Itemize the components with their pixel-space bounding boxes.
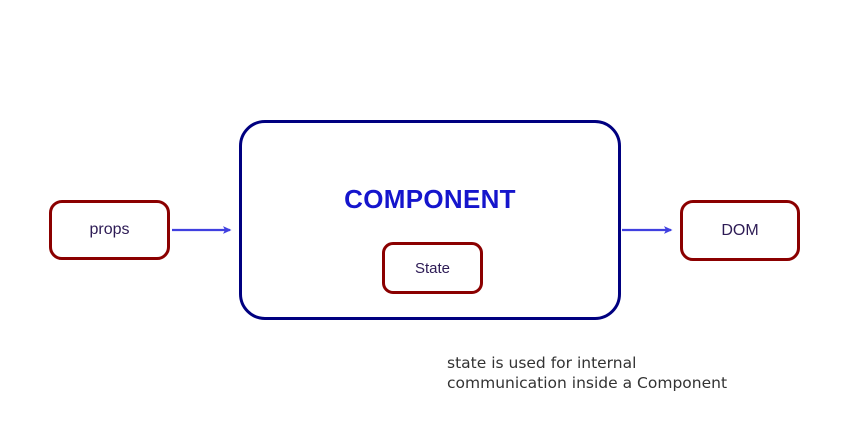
node-dom-label: DOM (721, 221, 759, 239)
node-dom[interactable]: DOM (680, 200, 800, 261)
caption-line-1: state is used for internal (447, 354, 637, 372)
arrow-component-to-dom (622, 226, 673, 234)
node-props-label: props (89, 221, 130, 238)
diagram-caption: state is used for internal communication… (447, 353, 787, 393)
node-component[interactable]: COMPONENT State (239, 120, 621, 320)
node-state-label: State (414, 259, 451, 277)
node-state[interactable]: State (382, 242, 483, 294)
arrow-props-to-component (172, 226, 232, 234)
node-component-label: COMPONENT (344, 184, 516, 214)
caption-line-2: communication inside a Component (447, 374, 728, 392)
node-props[interactable]: props (49, 200, 170, 260)
